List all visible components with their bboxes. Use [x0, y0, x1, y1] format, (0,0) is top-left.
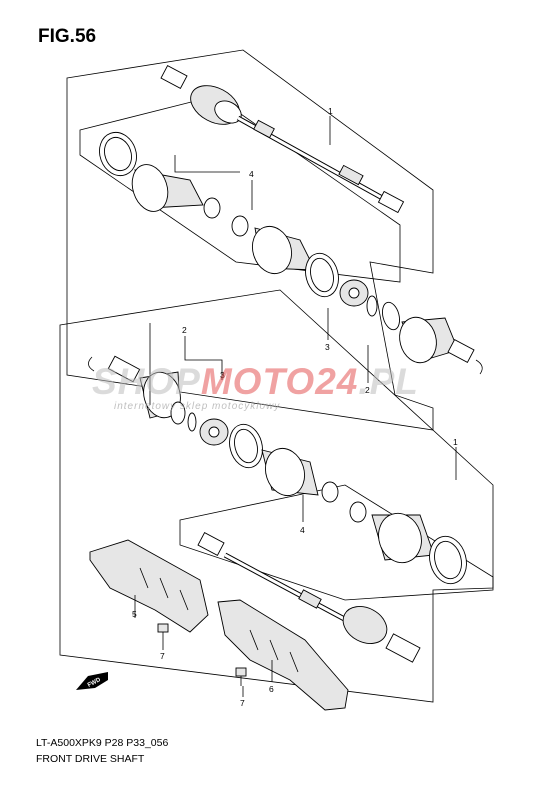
upper-joint-set [339, 279, 483, 375]
callout-4-low: 4 [300, 525, 305, 535]
bolt-upper [157, 623, 169, 642]
upper-drive-shaft [160, 65, 405, 214]
lower-boot-kit [229, 423, 467, 585]
callout-4-top: 4 [249, 169, 254, 179]
callout-7-b: 7 [240, 698, 245, 708]
lower-joint-set [88, 355, 229, 446]
callout-6: 6 [269, 684, 274, 694]
callout-3-left: 3 [220, 370, 225, 380]
callout-1-top: 1 [328, 106, 333, 116]
bolt-lower [235, 667, 247, 686]
guard-right [217, 599, 349, 711]
lower-assembly-frame [59, 289, 494, 703]
section-name: FRONT DRIVE SHAFT [36, 753, 145, 765]
callouts: 1 4 3 2 2 3 1 4 5 7 6 7 [132, 106, 458, 708]
upper-boot-kit [99, 131, 339, 298]
figure-title: FIG.56 [38, 26, 97, 47]
callout-7-a: 7 [160, 651, 165, 661]
leader-lines [134, 116, 457, 697]
callout-5: 5 [132, 609, 137, 619]
callout-2-mid: 2 [365, 385, 370, 395]
guard-left [89, 539, 209, 633]
model-code: LT-A500XPK9 P28 P33_056 [36, 737, 169, 749]
lower-drive-shaft [197, 532, 421, 663]
forward-arrow-icon: FWD [76, 672, 108, 690]
callout-3-top: 3 [325, 342, 330, 352]
callout-1-right: 1 [453, 437, 458, 447]
callout-2-left: 2 [182, 325, 187, 335]
